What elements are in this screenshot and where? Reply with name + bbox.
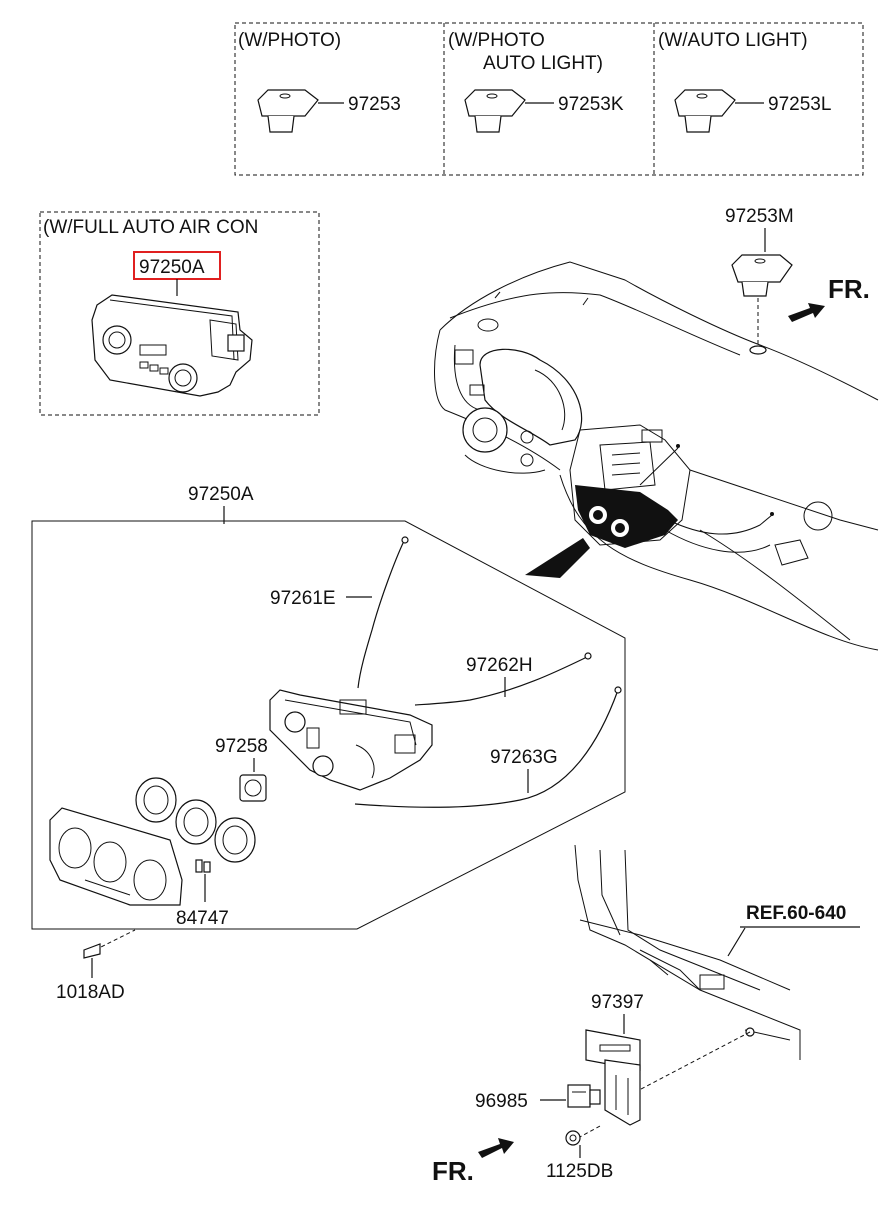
variant-1-part: 97253 xyxy=(348,94,401,115)
cable-97262h-label: 97262H xyxy=(466,655,533,676)
variant-1-title: (W/PHOTO) xyxy=(238,30,341,51)
knob-part-label: 97258 xyxy=(215,736,268,757)
cable-97263g xyxy=(354,689,619,808)
dashboard-view: 97253M FR. xyxy=(434,206,879,651)
variant-2-title-line1: (W/PHOTO xyxy=(448,30,545,51)
bulb-part-label: 84747 xyxy=(176,908,229,929)
bracket-group: REF.60-640 97397 96985 xyxy=(432,844,860,1186)
variant-2-part: 97253K xyxy=(558,94,624,115)
fr-label-bottom: FR. xyxy=(432,1156,474,1186)
variant-boxes-frame xyxy=(234,22,864,176)
bolt-part-label: 1125DB xyxy=(546,1161,613,1182)
full-auto-control-panel-icon xyxy=(91,294,253,397)
photo-sensor-icon xyxy=(257,89,319,133)
mounting-bracket-icon xyxy=(585,1029,641,1126)
connector-icon xyxy=(567,1084,601,1108)
variant-3-title: (W/AUTO LIGHT) xyxy=(658,30,808,51)
variant-3-part: 97253L xyxy=(768,94,831,115)
variant-boxes: (W/PHOTO) (W/PHOTO AUTO LIGHT) (W/AUTO L… xyxy=(234,22,864,176)
knob-97258-icon xyxy=(239,774,267,802)
photo-autolight-sensor-icon xyxy=(464,89,526,133)
bolt-icon xyxy=(565,1130,581,1146)
assembly-frame xyxy=(31,520,626,930)
sensor-part: 97253M xyxy=(725,206,794,227)
cable-97261e xyxy=(357,540,405,689)
variant-2-title-line2: AUTO LIGHT) xyxy=(483,53,603,74)
bracket-ref-label: REF.60-640 xyxy=(746,903,846,924)
cable-97263g-label: 97263G xyxy=(490,747,558,768)
full-auto-part: 97250A xyxy=(139,257,205,278)
connector-part-label: 96985 xyxy=(475,1091,528,1112)
screw-icon xyxy=(83,943,101,959)
full-auto-box: (W/FULL AUTO AIR CON 97250A xyxy=(39,211,320,416)
front-arrow-bottom xyxy=(478,1138,514,1158)
fr-label-top: FR. xyxy=(828,274,870,304)
assembly-group: 97250A 97261E 97262H 97263G 97258 xyxy=(31,484,626,930)
screw-part-label: 1018AD xyxy=(56,982,125,1003)
front-arrow-top xyxy=(788,303,825,322)
bracket-part-label: 97397 xyxy=(591,992,644,1013)
control-knobs-icon xyxy=(135,777,256,863)
dashboard-sensor-icon xyxy=(731,254,793,297)
control-housing-icon xyxy=(269,689,433,791)
faceplate-icon xyxy=(49,807,183,906)
bulb-icon xyxy=(195,859,211,873)
autolight-sensor-icon xyxy=(674,89,736,133)
cable-97261e-label: 97261E xyxy=(270,588,336,609)
location-pointer xyxy=(525,538,590,578)
cable-97262h xyxy=(414,656,588,706)
screw-group: 1018AD xyxy=(56,929,136,1003)
installed-control-unit xyxy=(575,485,678,548)
assembly-part: 97250A xyxy=(188,484,254,505)
full-auto-title: (W/FULL AUTO AIR CON xyxy=(43,217,258,238)
